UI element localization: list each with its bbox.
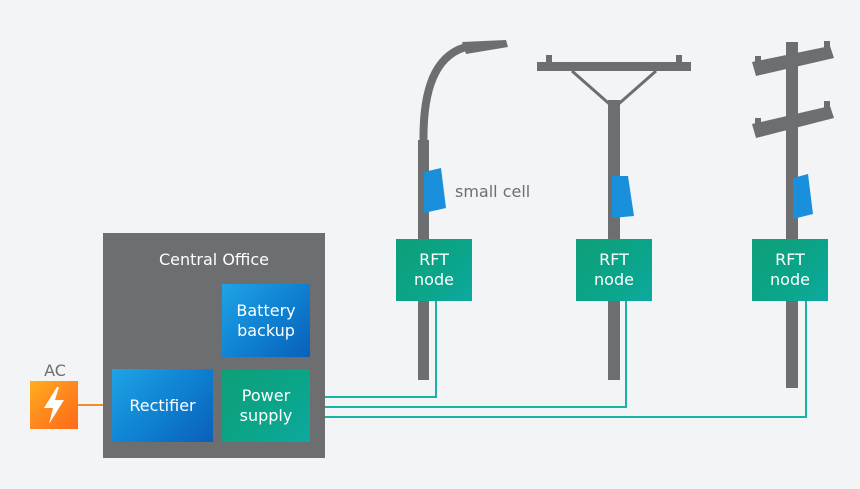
street-light-lamp-icon [462, 40, 508, 54]
small-cell-antenna-icon [612, 176, 634, 218]
small-cell-antenna-icon [424, 168, 446, 213]
battery-backup-box: Battery backup [222, 284, 310, 357]
rft-node-3: RFT node [752, 239, 828, 301]
rectifier-box: Rectifier [112, 369, 213, 442]
power-feed-lines [312, 300, 807, 418]
small-cell-antenna-icon [793, 174, 813, 219]
lightning-bolt-icon [44, 387, 64, 424]
rft-node-2: RFT node [576, 239, 652, 301]
ac-label: AC [44, 361, 66, 380]
ac-source-box [30, 381, 78, 429]
central-office-label: Central Office [158, 250, 270, 269]
utility-pole-3 [752, 41, 834, 388]
small-cell-label: small cell [455, 182, 531, 201]
power-supply-box: Power supply [222, 369, 310, 442]
rft-node-1: RFT node [396, 239, 472, 301]
